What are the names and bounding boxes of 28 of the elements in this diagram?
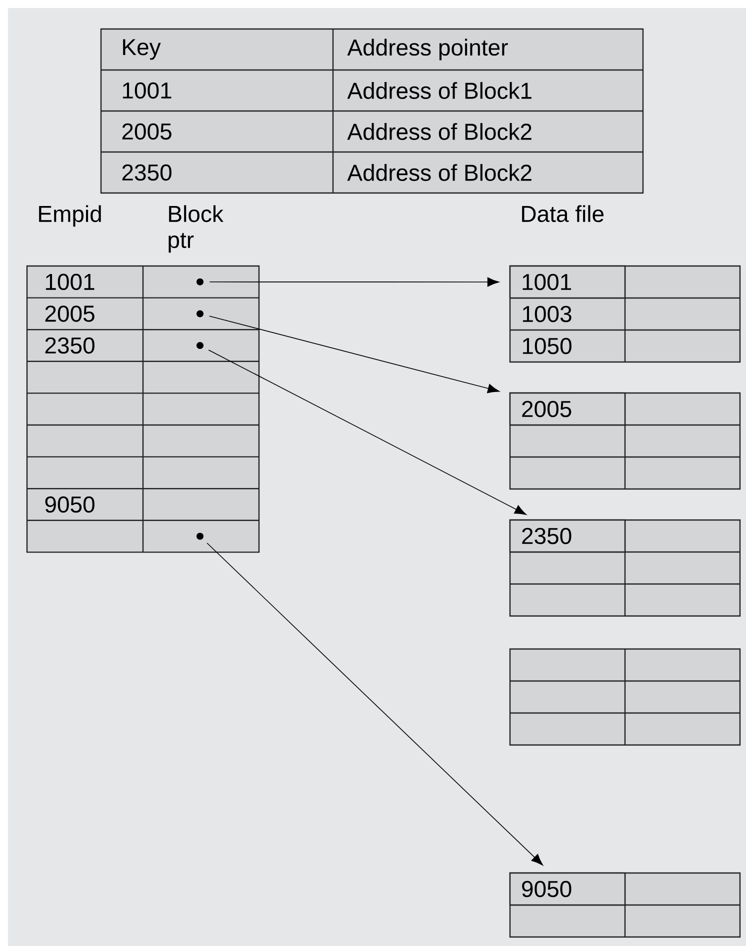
pointer-dot	[196, 532, 204, 540]
column-header: Key	[123, 39, 161, 60]
key-text: 2005	[45, 306, 94, 322]
key-cell: 2350	[509, 519, 626, 553]
arrow	[206, 542, 544, 866]
key-cell: 2005	[509, 392, 626, 426]
column-header: Block ptr	[168, 205, 224, 253]
address-text: Address of Block1	[347, 82, 532, 99]
key-text: 2005	[122, 123, 172, 140]
key-text: 1001	[46, 274, 94, 290]
key-text: 2350	[45, 337, 94, 354]
arrow	[208, 316, 500, 394]
column-header: Data file	[522, 205, 604, 222]
address-text: Address of Block2	[347, 164, 532, 181]
key-cell: 9050	[509, 872, 626, 906]
column-header: Empid	[39, 205, 101, 227]
pointer-dot	[196, 310, 204, 318]
pointer-dot	[196, 342, 204, 349]
address-text: Address of Block2	[347, 123, 532, 140]
column-header: Address pointer	[347, 38, 508, 60]
arrow	[209, 277, 500, 287]
key-text: 1050	[522, 338, 572, 354]
key-text: 9050	[45, 496, 94, 513]
arrow	[208, 350, 526, 515]
key-cell: 1001	[509, 265, 626, 299]
key-text: 2350	[122, 164, 172, 181]
key-text: 1001	[122, 82, 172, 99]
pointer-dot	[196, 278, 204, 286]
